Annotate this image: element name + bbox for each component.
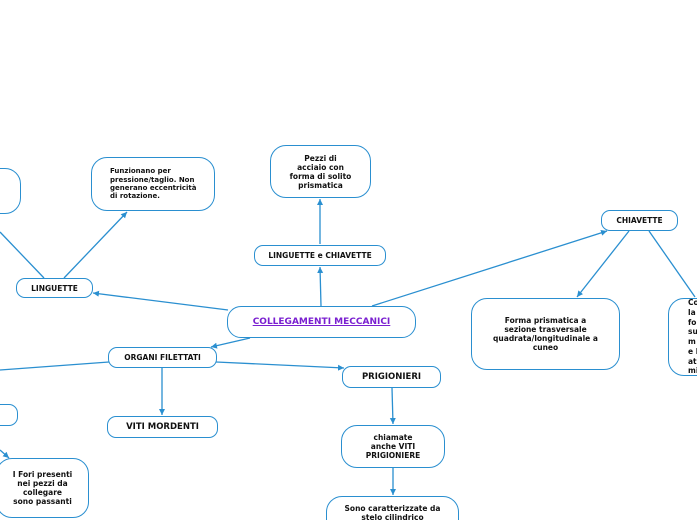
- forma-prismatica-node[interactable]: Forma prismatica a sezione trasversale q…: [471, 298, 620, 370]
- link-chiavette-partial: [648, 230, 696, 298]
- forma-prismatica-label: Forma prismatica a sezione trasversale q…: [493, 316, 598, 352]
- link-central-organi: [210, 337, 251, 349]
- link-offscreen-fori: [0, 449, 10, 459]
- chiavette-partial-label: Co la fo su me lat mi: [688, 298, 697, 376]
- linguette-desc-label: Funzionano per pressione/taglio. Non gen…: [110, 167, 197, 201]
- link-organi-prigionieri: [215, 361, 345, 371]
- fori-label: I Fori presenti nei pezzi da collegare s…: [12, 470, 73, 506]
- linguette-chiavette-node[interactable]: LINGUETTE e CHIAVETTE: [254, 245, 386, 266]
- prigionieri-node[interactable]: PRIGIONIERI: [342, 366, 441, 388]
- linguette-label: LINGUETTE: [31, 283, 78, 293]
- prigionieri-label: PRIGIONIERI: [361, 371, 422, 382]
- chiamate-prigioniere-node[interactable]: chiamate anche VITI PRIGIONIERE: [341, 425, 445, 468]
- linguette-chiavette-label: LINGUETTE e CHIAVETTE: [268, 251, 372, 260]
- offscreen-node-left-middle[interactable]: [0, 404, 18, 426]
- link-organi-offscreen: [0, 361, 110, 371]
- fori-node[interactable]: I Fori presenti nei pezzi da collegare s…: [0, 458, 89, 518]
- viti-mordenti-node[interactable]: VITI MORDENTI: [107, 416, 218, 438]
- link-central-linguette: [92, 290, 229, 311]
- caratterizzate-label: Sono caratterizzate da stelo cilindrico: [344, 504, 441, 520]
- link-central-linguette-chiavette: [317, 266, 324, 307]
- viti-mordenti-label: VITI MORDENTI: [126, 421, 199, 432]
- chiavette-label: CHIAVETTE: [616, 216, 663, 225]
- central-node-label: COLLEGAMENTI MECCANICI: [252, 316, 391, 327]
- link-chiavette-forma: [576, 230, 630, 298]
- link-linguette-offscreen: [0, 231, 45, 279]
- link-linguette-desc: [63, 211, 128, 279]
- link-prigionieri-chiamate: [389, 387, 396, 425]
- central-node[interactable]: COLLEGAMENTI MECCANICI: [227, 306, 416, 338]
- organi-filettati-label: ORGANI FILETTATI: [124, 353, 201, 362]
- offscreen-node-top-left[interactable]: [0, 168, 21, 214]
- organi-filettati-node[interactable]: ORGANI FILETTATI: [108, 347, 217, 368]
- pezzi-acciaio-node[interactable]: Pezzi di acciaio con forma di solito pri…: [270, 145, 371, 198]
- pezzi-acciaio-label: Pezzi di acciaio con forma di solito pri…: [289, 153, 352, 190]
- link-central-chiavette: [371, 229, 608, 307]
- chiavette-partial-node[interactable]: Co la fo su me lat mi: [668, 298, 697, 376]
- linguette-desc-node[interactable]: Funzionano per pressione/taglio. Non gen…: [91, 157, 215, 211]
- chiamate-prigioniere-label: chiamate anche VITI PRIGIONIERE: [365, 433, 421, 460]
- caratterizzate-node[interactable]: Sono caratterizzate da stelo cilindrico: [326, 496, 459, 520]
- linguette-node[interactable]: LINGUETTE: [16, 278, 93, 298]
- chiavette-node[interactable]: CHIAVETTE: [601, 210, 678, 231]
